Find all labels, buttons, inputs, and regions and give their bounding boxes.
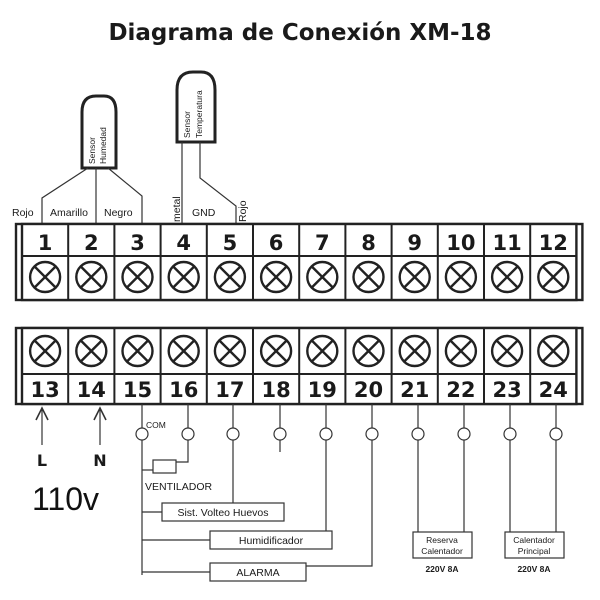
- top-terminal-3: 3: [130, 231, 145, 255]
- contact-circle-18: [273, 427, 287, 441]
- contact-circle-21: [411, 427, 425, 441]
- contact-circle-23: [503, 427, 517, 441]
- bottom-screw-21: [398, 334, 431, 368]
- bottom-screw-17: [213, 334, 247, 368]
- ventilador-load: VENTILADOR: [145, 459, 213, 493]
- principal-label-2: Principal: [518, 546, 551, 556]
- humidity-sensor: Sensor Humedad: [80, 94, 118, 170]
- top-screw-7: [306, 260, 339, 294]
- wire-label-gnd: GND: [192, 207, 216, 219]
- top-screw-10: [444, 260, 478, 294]
- bottom-terminal-22: 22: [446, 378, 475, 402]
- line-label-l: L: [37, 451, 47, 470]
- wire-label-negro: Negro: [104, 207, 133, 219]
- bottom-screw-24: [537, 334, 570, 368]
- bottom-terminal-15: 15: [123, 378, 152, 402]
- bottom-screw-19: [306, 334, 339, 368]
- top-terminal-8: 8: [361, 231, 376, 255]
- contact-circle-20: [365, 427, 379, 441]
- top-terminal-6: 6: [269, 231, 284, 255]
- humidificador-label: Humidificador: [239, 535, 304, 547]
- com-label: COM: [146, 420, 166, 430]
- bottom-terminal-19: 19: [308, 378, 337, 402]
- top-terminal-5: 5: [223, 231, 238, 255]
- temperature-sensor-label-2: Temperatura: [194, 90, 204, 138]
- bottom-terminal-20: 20: [354, 378, 383, 402]
- temperature-sensor: Sensor Temperatura: [175, 70, 217, 144]
- bottom-terminal-17: 17: [215, 378, 244, 402]
- bottom-screw-18: [259, 334, 293, 368]
- principal-label-1: Calentador: [513, 535, 555, 545]
- bottom-screw-22: [444, 334, 478, 368]
- bottom-terminal-24: 24: [539, 378, 568, 402]
- reserva-rating: 220V 8A: [425, 564, 458, 574]
- top-screw-5: [213, 260, 247, 294]
- bottom-screw-20: [352, 334, 385, 368]
- page-title: Diagrama de Conexión XM-18: [108, 20, 491, 46]
- top-screw-9: [398, 260, 431, 294]
- bottom-terminal-13: 13: [30, 378, 59, 402]
- top-screw-2: [75, 260, 108, 294]
- wire-label-amarillo: Amarillo: [50, 207, 88, 219]
- reserva-label-1: Reserva: [426, 535, 458, 545]
- terminal-contact-circles: [135, 427, 563, 441]
- wire-label-rojo-2: Rojo: [237, 200, 249, 222]
- top-screw-6: [259, 260, 293, 294]
- ventilador-label: VENTILADOR: [145, 481, 213, 493]
- top-screw-8: [352, 260, 385, 294]
- bottom-terminal-23: 23: [492, 378, 521, 402]
- wire-label-rojo-1: Rojo: [12, 207, 34, 219]
- bottom-screw-13: [28, 334, 62, 368]
- volteo-label: Sist. Volteo Huevos: [177, 507, 268, 519]
- temperature-sensor-label-1: Sensor: [182, 111, 192, 138]
- reserva-label-2: Calentador: [421, 546, 463, 556]
- top-terminal-9: 9: [407, 231, 422, 255]
- alarma-label: ALARMA: [236, 567, 279, 579]
- top-screw-11: [490, 260, 524, 294]
- top-screw-3: [121, 260, 154, 294]
- bottom-screw-16: [167, 334, 200, 368]
- humidificador-load: Humidificador: [209, 530, 333, 550]
- humidity-sensor-label-1: Sensor: [87, 137, 97, 164]
- calentador-principal-load: Calentador Principal 220V 8A: [504, 531, 565, 574]
- contact-circle-24: [549, 427, 563, 441]
- volteo-load: Sist. Volteo Huevos: [161, 502, 285, 522]
- contact-circle-19: [319, 427, 333, 441]
- bottom-terminal-21: 21: [400, 378, 429, 402]
- bottom-screw-15: [121, 334, 154, 368]
- bottom-terminal-18: 18: [261, 378, 290, 402]
- humidity-sensor-label-2: Humedad: [98, 127, 108, 164]
- alarma-load: ALARMA: [209, 562, 307, 582]
- bottom-terminal-14: 14: [77, 378, 106, 402]
- top-terminal-12: 12: [539, 231, 568, 255]
- principal-rating: 220V 8A: [517, 564, 550, 574]
- voltage-label: 110v: [32, 481, 99, 517]
- line-arrows: [35, 406, 107, 445]
- top-terminal-10: 10: [446, 231, 475, 255]
- bottom-terminal-16: 16: [169, 378, 198, 402]
- contact-circle-16: [181, 427, 195, 441]
- bottom-screw-23: [490, 334, 524, 368]
- top-terminal-11: 11: [492, 231, 521, 255]
- top-terminal-2: 2: [84, 231, 99, 255]
- top-screw-1: [28, 260, 62, 294]
- top-screw-4: [167, 260, 200, 294]
- bottom-screw-14: [75, 334, 108, 368]
- contact-circle-17: [226, 427, 240, 441]
- top-terminal-1: 1: [38, 231, 53, 255]
- line-label-n: N: [93, 451, 106, 470]
- top-terminal-4: 4: [176, 231, 191, 255]
- bottom-terminal-strip: 13 14 15 16 17 18 19 20 21 22 23 24: [14, 326, 584, 406]
- top-terminal-7: 7: [315, 231, 330, 255]
- reserva-calentador-load: Reserva Calentador 220V 8A: [412, 531, 473, 574]
- contact-circle-22: [457, 427, 471, 441]
- output-wires: [141, 404, 557, 428]
- sensor-wires: [41, 142, 237, 224]
- top-screw-12: [537, 260, 570, 294]
- wire-label-metal: metal: [171, 196, 183, 222]
